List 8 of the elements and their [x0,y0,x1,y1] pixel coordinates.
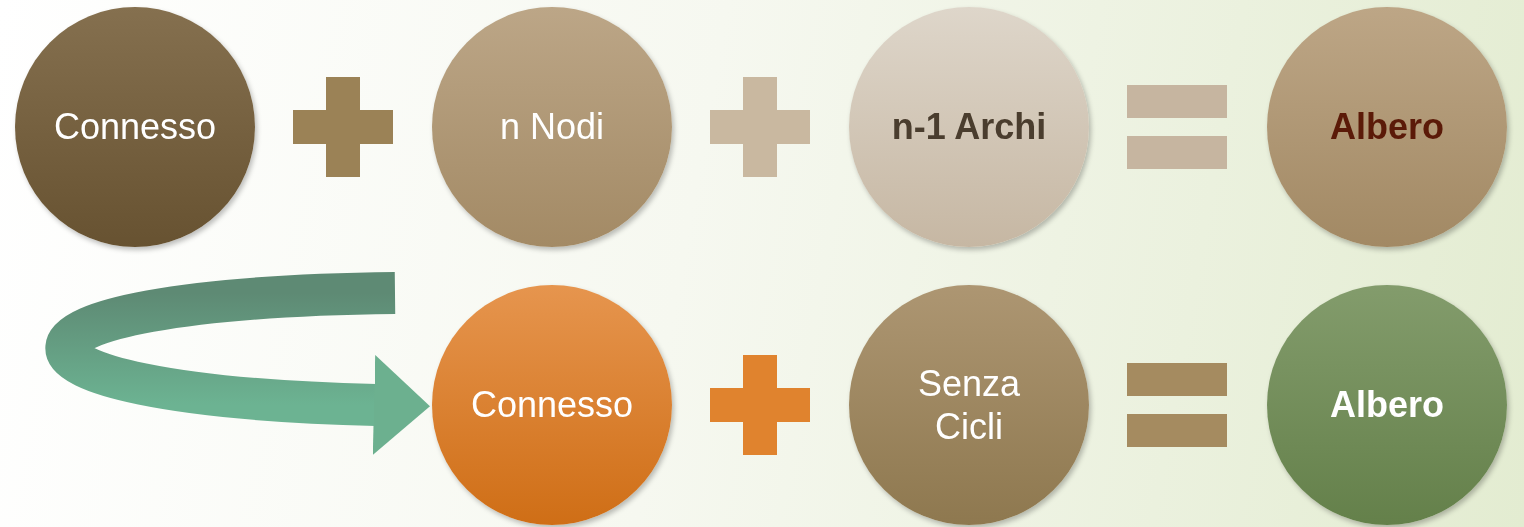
node-label: Albero [1329,105,1445,149]
node-label: Senza Cicli [916,361,1022,449]
node-label: Albero [1329,383,1445,427]
node-label: Connesso [52,105,218,149]
node-label: n Nodi [498,105,606,149]
curved-arrow [47,272,430,455]
node-label: Connesso [469,383,635,427]
node-label: n-1 Archi [890,105,1048,149]
